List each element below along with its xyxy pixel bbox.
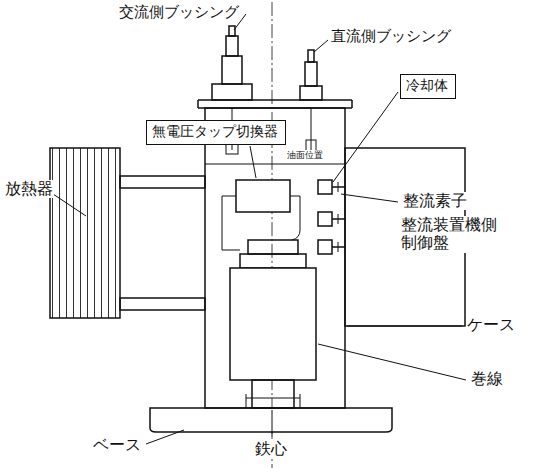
oil-level-label: 油面位置 <box>286 150 324 160</box>
part-label: 整流素子 <box>402 192 468 210</box>
callout-text: 冷却体 <box>406 77 450 93</box>
callout-text: 無電圧タップ切換器 <box>152 123 280 139</box>
part-label: 直流側ブッシング <box>330 28 452 45</box>
part-label: 放熱器 <box>4 180 54 198</box>
callout-box: 無電圧タップ切換器 <box>146 120 286 145</box>
part-label: ベース <box>92 436 142 454</box>
part-label: ケース <box>466 316 516 334</box>
part-label: 巻線 <box>470 370 504 388</box>
part-label: 交流側ブッシング <box>118 4 240 21</box>
part-label: 整流装置機側 制御盤 <box>400 216 508 253</box>
part-label: 鉄心 <box>254 440 288 458</box>
callout-box: 冷却体 <box>400 74 456 99</box>
